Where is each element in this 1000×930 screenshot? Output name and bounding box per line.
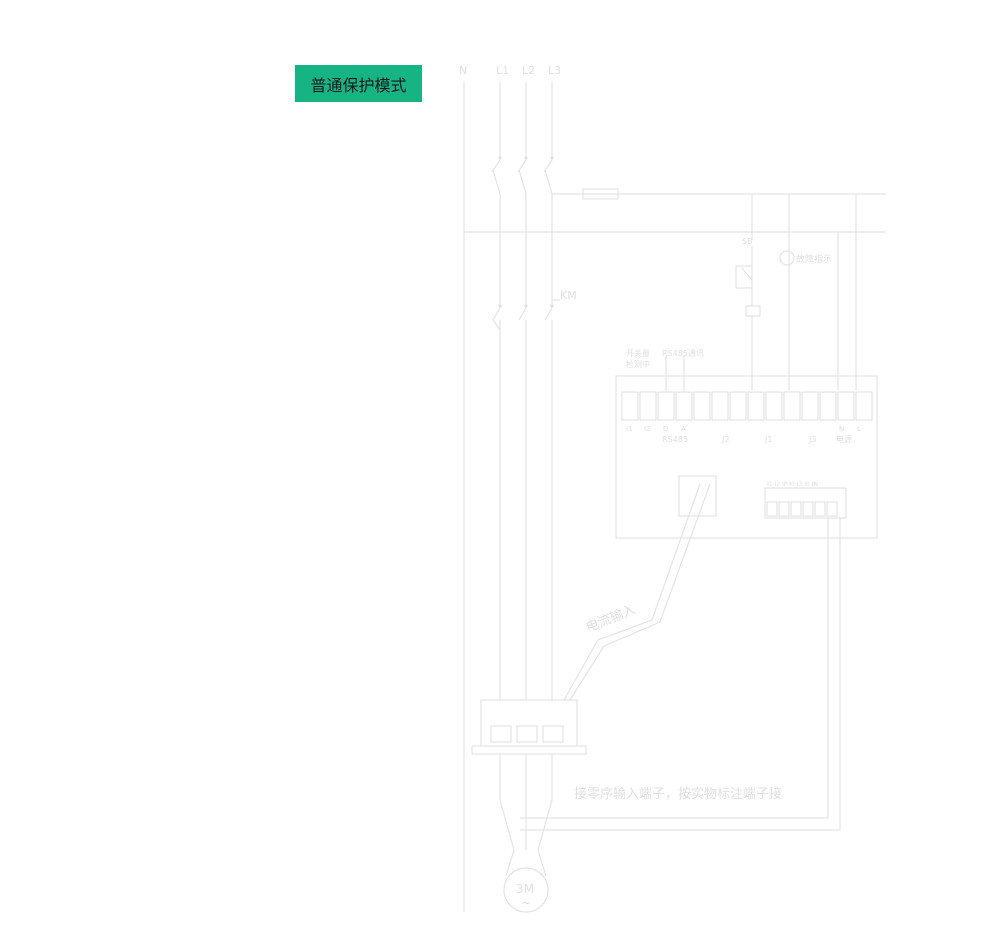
terminal-i1: I1 bbox=[626, 425, 633, 433]
mode-badge: 普通保护模式 bbox=[295, 65, 422, 102]
phase-lines-lower bbox=[492, 319, 553, 700]
terminal-a: A bbox=[681, 425, 686, 433]
sb-label: SB bbox=[742, 237, 753, 246]
phase-n-label: N bbox=[459, 64, 467, 77]
phase-l1-label: L1 bbox=[496, 64, 509, 77]
current-input-port bbox=[678, 475, 717, 517]
motor-cables bbox=[499, 754, 553, 877]
terminal-n: N bbox=[839, 425, 844, 433]
rs485-label: RS485 bbox=[662, 435, 688, 444]
terminal-l: L bbox=[857, 425, 861, 433]
fault-indicator-label: 故障指示 bbox=[796, 253, 832, 265]
terminal-block bbox=[621, 391, 873, 421]
terminal-i2: I2 bbox=[644, 425, 651, 433]
zero-seq-terminal-strip bbox=[764, 487, 847, 519]
current-input-cable bbox=[563, 483, 711, 701]
motor-tilde: ~ bbox=[521, 896, 531, 910]
control-branch bbox=[735, 194, 857, 390]
zero-seq-note: 接零序输入端子，按实物标注端子接 bbox=[574, 786, 782, 802]
phase-l2-label: L2 bbox=[522, 64, 535, 77]
current-input-label: 电流输入 bbox=[584, 601, 638, 635]
mode-label: 普通保护模式 bbox=[310, 75, 407, 95]
protector-box bbox=[615, 375, 878, 539]
motor-label: 3M bbox=[516, 882, 534, 896]
j2-label: J2 bbox=[721, 435, 729, 444]
current-transformer bbox=[471, 699, 587, 755]
terminal-d: D bbox=[663, 425, 668, 433]
switch-input-label-2: 检测中 bbox=[626, 359, 650, 369]
fuse bbox=[582, 188, 619, 200]
km-label: KM bbox=[560, 289, 577, 302]
rs485-comm-label: RS485通讯 bbox=[662, 348, 704, 358]
motor bbox=[503, 867, 549, 913]
j3-label: J3 bbox=[808, 435, 816, 444]
small-terminal-labels: I1 I2 IP I0 I3 I0 IN bbox=[767, 481, 818, 488]
phase-l3-label: L3 bbox=[548, 64, 561, 77]
contactor-km bbox=[492, 299, 560, 321]
j1-label: J1 bbox=[764, 435, 772, 444]
power-label: 电源 bbox=[836, 434, 852, 444]
switch-input-label: 开关量 bbox=[626, 348, 650, 358]
phase-lines-upper bbox=[491, 82, 554, 306]
